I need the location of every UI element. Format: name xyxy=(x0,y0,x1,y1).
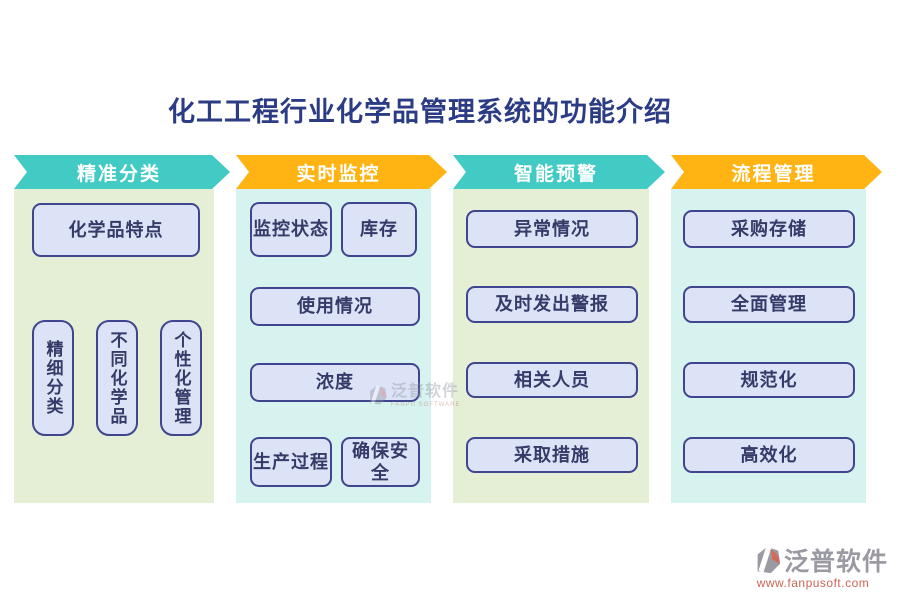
feature-box: 规范化 xyxy=(683,362,855,398)
center-watermark: 泛普软件 FANPU SOFTWARE xyxy=(366,384,460,408)
footer-brand-name: 泛普软件 xyxy=(783,548,888,576)
column-header-arrow: 流程管理 xyxy=(671,155,882,189)
feature-box: 相关人员 xyxy=(466,362,638,398)
watermark-brand-text: 泛普软件 xyxy=(391,383,460,400)
column-precise-classification: 精准分类 化学品特点 精细分类 不同化学品 个性化管理 xyxy=(14,155,214,503)
feature-box: 采购存储 xyxy=(683,210,855,248)
footer-brand: 泛普软件 www.fanpusoft.com xyxy=(738,542,888,590)
feature-box: 高效化 xyxy=(683,437,855,473)
column-panel: 采购存储 全面管理 规范化 高效化 xyxy=(671,189,866,503)
feature-columns: 精准分类 化学品特点 精细分类 不同化学品 个性化管理 实时监控 监控状态 库存… xyxy=(14,155,866,503)
feature-box-vertical: 个性化管理 xyxy=(160,320,202,436)
column-intelligent-warning: 智能预警 异常情况 及时发出警报 相关人员 采取措施 xyxy=(453,155,649,503)
feature-box-vertical: 不同化学品 xyxy=(96,320,138,436)
feature-box: 异常情况 xyxy=(466,210,638,248)
column-header-label: 精准分类 xyxy=(76,163,161,185)
fanpu-logo-icon xyxy=(752,545,782,575)
footer-brand-url: www.fanpusoft.com xyxy=(756,576,870,590)
column-panel: 化学品特点 精细分类 不同化学品 个性化管理 xyxy=(14,189,214,503)
watermark-subtext: FANPU SOFTWARE xyxy=(391,402,461,408)
column-panel: 监控状态 库存 使用情况 浓度 生产过程 确保安全 xyxy=(236,189,431,503)
column-header-label: 流程管理 xyxy=(731,163,816,185)
feature-box: 采取措施 xyxy=(466,437,638,473)
column-header-arrow: 智能预警 xyxy=(453,155,665,189)
feature-box: 化学品特点 xyxy=(32,203,200,257)
feature-box-vertical: 精细分类 xyxy=(32,320,74,436)
column-header-label: 实时监控 xyxy=(296,163,381,185)
feature-box: 确保安全 xyxy=(341,437,420,487)
feature-box: 全面管理 xyxy=(683,286,855,323)
column-process-management: 流程管理 采购存储 全面管理 规范化 高效化 xyxy=(671,155,866,503)
feature-box: 监控状态 xyxy=(250,202,332,257)
feature-box: 浓度 xyxy=(250,363,420,402)
feature-box: 及时发出警报 xyxy=(466,286,638,323)
column-panel: 异常情况 及时发出警报 相关人员 采取措施 xyxy=(453,189,649,503)
column-realtime-monitoring: 实时监控 监控状态 库存 使用情况 浓度 生产过程 确保安全 xyxy=(236,155,431,503)
page-title: 化工工程行业化学品管理系统的功能介绍 xyxy=(168,97,672,127)
feature-box: 生产过程 xyxy=(250,437,332,487)
column-header-arrow: 精准分类 xyxy=(14,155,230,189)
fanpu-logo-icon xyxy=(366,384,388,406)
feature-box: 库存 xyxy=(341,202,417,257)
feature-box: 使用情况 xyxy=(250,287,420,326)
column-header-label: 智能预警 xyxy=(513,163,598,185)
column-header-arrow: 实时监控 xyxy=(236,155,447,189)
